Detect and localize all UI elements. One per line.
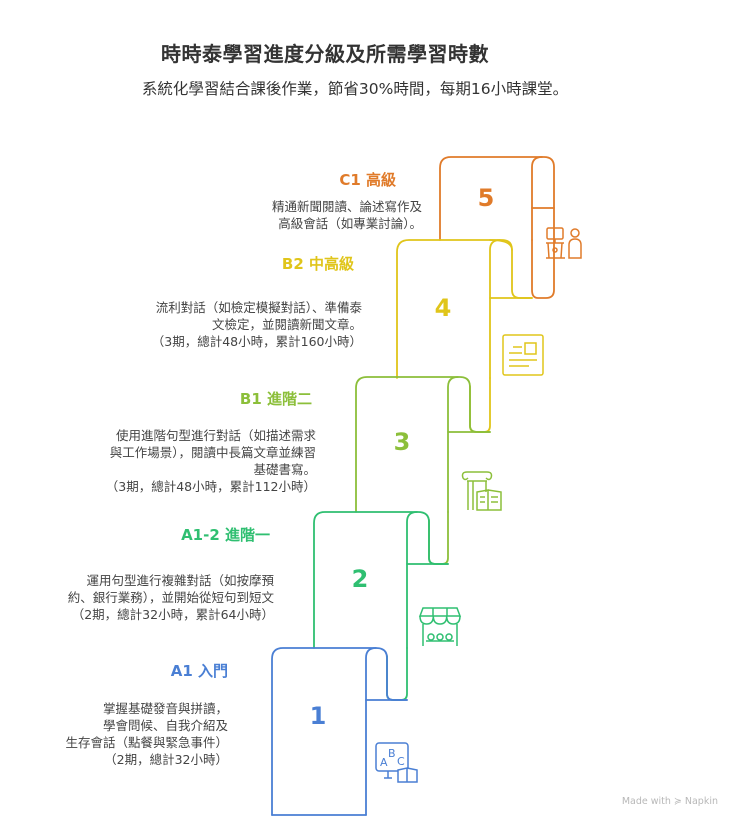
desc-line: 與工作場景），閱讀中長篇文章並練習 xyxy=(109,445,316,460)
level-desc-a1: 掌握基礎發音與拼讀， 學會問候、自我介紹及 生存會話（點餐與緊急事件） （2期，… xyxy=(65,700,228,768)
desc-line: 使用進階句型進行對話（如描述需求 xyxy=(115,428,316,443)
desc-line: （3期，總計48小時，累計160小時） xyxy=(151,334,362,349)
desc-line: 生存會話（點餐與緊急事件） xyxy=(65,735,228,750)
column-book-icon xyxy=(461,471,502,511)
level-title-c1: C1 高級 xyxy=(339,171,396,189)
desc-line: 學會問候、自我介紹及 xyxy=(102,718,228,733)
desc-line: 約、銀行業務），並開始從短句到短文 xyxy=(67,590,274,605)
level-desc-a1-2: 運用句型進行複雜對話（如按摩預 約、銀行業務），並開始從短句到短文 （2期，總計… xyxy=(68,572,274,623)
market-stall-icon xyxy=(418,607,462,646)
level-desc-b2: 流利對話（如檢定模擬對話）、準備泰 文檢定，並閱讀新聞文章。 （3期，總計48小… xyxy=(152,299,362,350)
step-3-scroll xyxy=(355,376,491,565)
desc-line: （3期，總計48小時，累計112小時） xyxy=(105,479,316,494)
level-title-a1-2: A1-2 進階一 xyxy=(181,526,270,544)
desc-line: 流利對話（如檢定模擬對話）、準備泰 xyxy=(155,300,362,315)
desc-line: 掌握基礎發音與拼讀， xyxy=(102,701,228,716)
abc-book-icon: A B C xyxy=(375,742,418,783)
step-number-3: 3 xyxy=(393,428,411,456)
newspaper-icon xyxy=(502,334,544,376)
desc-line: （2期，總計32小時，累計64小時） xyxy=(71,607,274,622)
presenter-podium-icon xyxy=(546,227,582,259)
level-title-b1: B1 進階二 xyxy=(239,390,312,408)
page-title-text: 時時泰學習進度分級及所需學習時數 xyxy=(161,42,489,66)
desc-line: 精通新聞閱讀、論述寫作及 xyxy=(271,199,422,214)
level-title-b2: B2 中高級 xyxy=(281,255,354,273)
desc-line: 運用句型進行複雜對話（如按摩預 xyxy=(86,573,274,588)
page-subtitle-text: 系統化學習結合課後作業，節省30%時間，每期16小時課堂。 xyxy=(141,80,569,98)
desc-line: 基礎書寫。 xyxy=(253,462,316,477)
svg-text:B: B xyxy=(388,747,396,760)
page-title: 時時泰學習進度分級及所需學習時數 xyxy=(0,38,740,67)
level-desc-b1: 使用進階句型進行對話（如描述需求 與工作場景），閱讀中長篇文章並練習 基礎書寫。… xyxy=(106,427,316,495)
step-4-scroll xyxy=(396,239,533,433)
desc-line: （2期，總計32小時） xyxy=(104,752,228,767)
step-2-scroll xyxy=(313,511,449,701)
napkin-watermark: Made with ≽ Napkin xyxy=(621,796,718,807)
step-1-scroll xyxy=(271,647,408,816)
page-subtitle: 系統化學習結合課後作業，節省30%時間，每期16小時課堂。 xyxy=(0,77,740,99)
desc-line: 高級會話（如專業討論）。 xyxy=(278,216,422,231)
svg-text:C: C xyxy=(397,755,405,768)
step-number-1: 1 xyxy=(309,702,327,730)
svg-text:A: A xyxy=(380,756,388,769)
step-number-5: 5 xyxy=(477,184,495,212)
step-number-2: 2 xyxy=(351,565,369,593)
level-title-a1: A1 入門 xyxy=(170,662,228,680)
step-5-scroll xyxy=(439,156,555,299)
step-number-4: 4 xyxy=(434,294,452,322)
desc-line: 文檢定，並閱讀新聞文章。 xyxy=(211,317,362,332)
level-desc-c1: 精通新聞閱讀、論述寫作及 高級會話（如專業討論）。 xyxy=(272,198,422,232)
